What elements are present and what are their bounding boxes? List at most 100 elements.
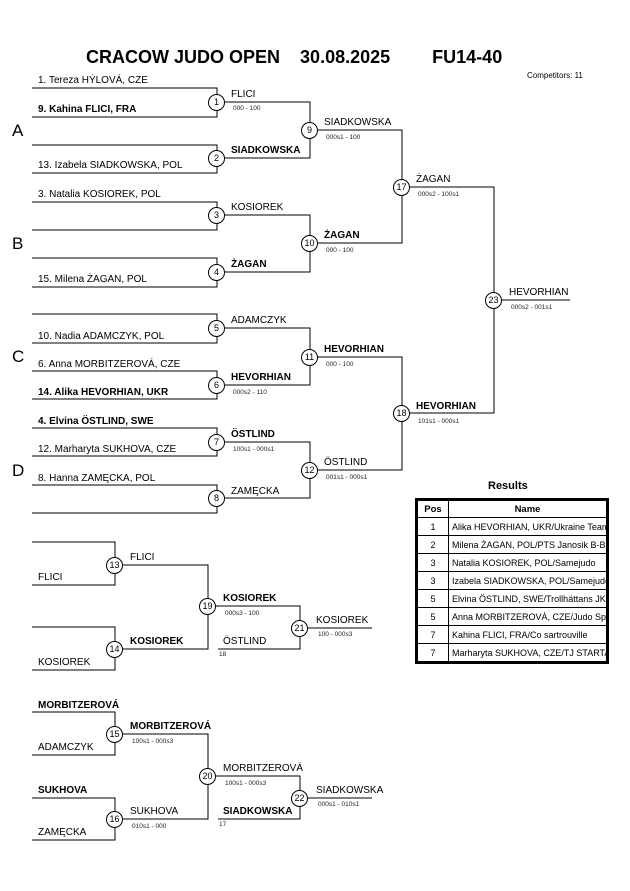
match-circle-22: 22 (291, 790, 308, 807)
result-pos: 7 (417, 643, 449, 662)
match-circle-3: 3 (208, 207, 225, 224)
line-17 (402, 186, 495, 300)
match-circle-8: 8 (208, 490, 225, 507)
event-name: CRACOW JUDO OPEN (86, 47, 281, 67)
result-name: Izabela SIADKOWSKA, POL/Samejudo (448, 571, 607, 590)
rep-entry-zamecka: ZAMĘCKA (38, 827, 87, 838)
line-18 (402, 300, 495, 414)
match-18-score: 101s1 - 000s1 (418, 418, 460, 425)
match-circle-10: 10 (301, 235, 318, 252)
result-pos: 3 (417, 553, 449, 572)
line-14out (115, 606, 209, 650)
results-title: Results (488, 480, 528, 492)
line-9 (310, 129, 403, 187)
match-13-winner: FLICI (130, 552, 155, 563)
match-circle-9: 9 (301, 122, 318, 139)
result-pos: 3 (417, 571, 449, 590)
match-circle-16: 16 (106, 811, 123, 828)
match-circle-20: 20 (199, 768, 216, 785)
match-7-winner: ÖSTLIND (231, 429, 275, 440)
match-9-winner: SIADKOWSKA (324, 117, 392, 128)
match-1-winner: FLICI (231, 89, 256, 100)
entry-4: 3. Natalia KOSIOREK, POL (38, 189, 161, 200)
match-16-winner: SUKHOVA (130, 806, 179, 817)
match-12-score: 001s1 - 000s1 (326, 474, 368, 481)
match-19-score: 000s3 - 100 (225, 610, 260, 617)
match-11-winner: HEVORHIAN (324, 344, 385, 355)
entry-6: 10. Nadia ADAMCZYK, POL (38, 331, 165, 342)
match-circle-1: 1 (208, 94, 225, 111)
line-6out (217, 357, 311, 386)
competitors-count: Competitors: 11 (527, 71, 583, 80)
match-17-winner: ŻAGAN (416, 174, 451, 185)
page-title: CRACOW JUDO OPEN 30.08.2025 FU14-40 (86, 47, 502, 68)
rep-entry-ostlind: ÖSTLIND (223, 636, 267, 647)
match-6-score: 000s2 - 110 (233, 389, 267, 396)
match-23-score: 000s2 - 001s1 (511, 304, 553, 311)
line-15a (32, 711, 116, 734)
rep-entry-siadkowska: SIADKOWSKA (223, 806, 293, 817)
match-21-winner: KOSIOREK (316, 615, 369, 626)
weight-category: FU14-40 (432, 47, 503, 67)
entry-2: 9. Kahina FLICI, FRA (38, 104, 137, 115)
result-name: Anna MORBITZEROVÁ, CZE/Judo Sport (448, 607, 607, 626)
line-13a (32, 541, 116, 565)
match-18-winner: HEVORHIAN (416, 401, 477, 412)
entry-10: 12. Marharyta SUKHOVA, CZE (38, 444, 177, 455)
match-9-score: 000s1 - 100 (326, 134, 361, 141)
line-7out (217, 441, 311, 470)
entry-3: 13. Izabela SIADKOWSKA, POL (38, 160, 183, 171)
match-19-winner: KOSIOREK (223, 593, 277, 604)
result-name: Natalia KOSIOREK, POL/Samejudo (448, 553, 607, 572)
match-22-score: 000s1 - 010s1 (318, 801, 360, 808)
match-circle-14: 14 (106, 641, 123, 658)
result-name: Marharyta SUKHOVA, CZE/TJ STARTA (448, 643, 607, 662)
match-circle-23: 23 (485, 292, 502, 309)
match-17-score: 000s2 - 100s1 (418, 191, 460, 198)
entry-1: 1. Tereza HÝLOVÁ, CZE (38, 75, 148, 86)
match-circle-4: 4 (208, 264, 225, 281)
match-circle-19: 19 (199, 598, 216, 615)
line-5a (32, 313, 218, 328)
match-20-score: 100s1 - 000s3 (225, 780, 267, 787)
line-3out (217, 214, 311, 243)
line-14a (32, 626, 116, 649)
line-4out (217, 243, 311, 273)
match-22-winner: SIADKOWSKA (316, 785, 384, 796)
match-23-winner: HEVORHIAN (509, 287, 569, 298)
match-7-score: 100s1 - 000s1 (233, 446, 275, 453)
match-20-winner: MORBITZEROVÁ (223, 763, 304, 774)
result-pos: 7 (417, 625, 449, 644)
results-col-name: Name (448, 500, 607, 518)
match-1-score: 000 - 100 (233, 105, 261, 112)
match-circle-11: 11 (301, 349, 318, 366)
line-3a (32, 201, 218, 215)
pool-label-b: B (12, 234, 24, 253)
line-6a (32, 370, 218, 385)
line-16a (32, 797, 116, 819)
pool-label-c: C (12, 347, 25, 366)
match-circle-12: 12 (301, 462, 318, 479)
result-pos: 5 (417, 607, 449, 626)
match-12-winner: ÖSTLIND (324, 457, 368, 468)
result-pos: 5 (417, 589, 449, 608)
line-5out (217, 327, 311, 357)
entry-9: 4. Elvina ÖSTLIND, SWE (38, 416, 154, 427)
line-1a (32, 87, 218, 102)
result-name: Milena ŻAGAN, POL/PTS Janosik B-B (448, 535, 607, 554)
rep-source-18: 18 (219, 651, 227, 658)
match-14-winner: KOSIOREK (130, 636, 184, 647)
match-circle-7: 7 (208, 434, 225, 451)
line-8b (32, 498, 218, 514)
event-date: 30.08.2025 (300, 47, 391, 67)
match-2-winner: SIADKOWSKA (231, 145, 301, 156)
result-name: Alika HEVORHIAN, UKR/Ukraine Team (448, 517, 607, 536)
match-21-score: 100 - 000s3 (318, 631, 353, 638)
line-12 (310, 413, 403, 471)
match-circle-18: 18 (393, 405, 410, 422)
